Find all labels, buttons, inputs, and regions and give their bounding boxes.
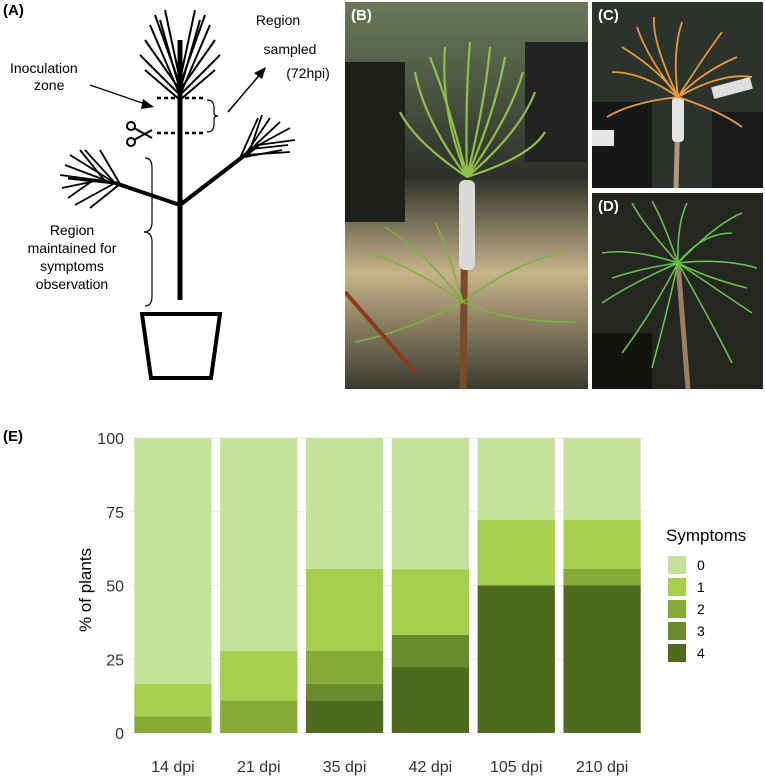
legend-swatch-1 bbox=[668, 578, 686, 596]
bar-210-dpi-symptom-2 bbox=[563, 568, 641, 586]
legend-label-3: 3 bbox=[697, 623, 705, 639]
y-tick-label: 50 bbox=[106, 579, 124, 596]
inoculation-zone-label-line1: Inoculation bbox=[10, 60, 78, 76]
bar-105-dpi-symptom-1 bbox=[477, 520, 555, 586]
legend-swatch-2 bbox=[668, 600, 686, 618]
inoculation-zone-label-line2: zone bbox=[34, 77, 65, 93]
bar-35-dpi-symptom-1 bbox=[305, 568, 384, 651]
bar-42-dpi-symptom-1 bbox=[391, 569, 470, 635]
bar-42-dpi-symptom-0 bbox=[391, 438, 470, 570]
bar-35-dpi-symptom-4 bbox=[305, 700, 384, 733]
legend-label-2: 2 bbox=[697, 601, 705, 617]
legend: Symptoms 0 1 2 3 4 bbox=[666, 526, 746, 662]
legend-label-1: 1 bbox=[697, 579, 705, 595]
photo-b-pine-illustration bbox=[345, 2, 588, 389]
legend-swatch-4 bbox=[668, 644, 686, 662]
bar-14-dpi-symptom-1 bbox=[134, 683, 212, 717]
chart-bars bbox=[134, 438, 641, 733]
bar-105-dpi-symptom-4 bbox=[477, 585, 555, 733]
panel-a-label: (A) bbox=[3, 2, 24, 19]
legend-label-4: 4 bbox=[697, 645, 705, 661]
y-axis-label: % of plants bbox=[76, 548, 95, 632]
legend-swatch-0 bbox=[668, 556, 686, 574]
bar-21-dpi-symptom-1 bbox=[220, 650, 298, 701]
region-maintained-line2: maintained for bbox=[28, 240, 117, 256]
panel-b-label: (B) bbox=[351, 7, 372, 24]
legend-swatch-3 bbox=[668, 622, 686, 640]
bar-21-dpi-symptom-0 bbox=[220, 438, 298, 651]
x-tick-label: 21 dpi bbox=[237, 759, 281, 776]
y-tick-label: 75 bbox=[106, 505, 124, 522]
x-tick-label: 105 dpi bbox=[490, 759, 543, 776]
bar-210-dpi-symptom-4 bbox=[563, 585, 641, 733]
x-tick-label: 14 dpi bbox=[151, 759, 195, 776]
scissors-icon bbox=[126, 121, 153, 147]
bar-14-dpi-symptom-0 bbox=[134, 438, 212, 684]
region-sampled-label-line2: sampled bbox=[264, 41, 317, 57]
bar-21-dpi-symptom-2 bbox=[220, 700, 298, 733]
legend-label-0: 0 bbox=[697, 557, 705, 573]
region-maintained-line4: observation bbox=[36, 276, 108, 292]
left-branch-needles bbox=[59, 149, 121, 209]
photo-c-wilted-pine bbox=[592, 2, 763, 188]
photo-c: (C) bbox=[592, 2, 763, 188]
x-tick-label: 42 dpi bbox=[409, 759, 453, 776]
legend-title: Symptoms bbox=[666, 526, 746, 545]
bar-42-dpi-symptom-3 bbox=[391, 634, 470, 668]
x-axis: 14 dpi 21 dpi 35 dpi 42 dpi 105 dpi 210 dpi bbox=[151, 759, 628, 776]
x-tick-label: 210 dpi bbox=[576, 759, 629, 776]
panel-d-label: (D) bbox=[598, 198, 619, 215]
y-axis: 0 25 50 75 100 bbox=[97, 431, 124, 743]
top-needles bbox=[139, 9, 221, 101]
y-tick-label: 0 bbox=[115, 726, 124, 743]
bar-35-dpi-symptom-2 bbox=[305, 650, 384, 684]
panel-c-label: (C) bbox=[598, 7, 619, 24]
bar-35-dpi-symptom-0 bbox=[305, 438, 384, 569]
symptoms-stacked-bar-chart: 0 25 50 75 100 14 dpi 21 dpi 35 dpi 42 dpi 105 d… bbox=[76, 431, 746, 776]
bar-35-dpi-symptom-3 bbox=[305, 683, 384, 701]
bar-105-dpi-symptom-0 bbox=[477, 438, 555, 521]
bar-14-dpi-symptom-2 bbox=[134, 716, 212, 733]
photo-d: (D) bbox=[592, 193, 763, 389]
bar-42-dpi-symptom-4 bbox=[391, 667, 470, 733]
panel-e-label: (E) bbox=[3, 428, 23, 445]
region-maintained-line3: symptoms bbox=[40, 258, 104, 274]
photo-b: (B) bbox=[345, 2, 588, 389]
region-sampled-label-line1: Region bbox=[256, 12, 300, 28]
region-sampled-label-line3: (72hpi) bbox=[286, 65, 330, 81]
y-tick-label: 100 bbox=[97, 431, 124, 448]
bar-210-dpi-symptom-1 bbox=[563, 519, 641, 569]
y-tick-label: 25 bbox=[106, 652, 124, 669]
right-branch-needles bbox=[239, 114, 296, 159]
region-maintained-line1: Region bbox=[50, 222, 94, 238]
bar-210-dpi-symptom-0 bbox=[563, 438, 641, 520]
photo-d-healthy-pine bbox=[592, 193, 763, 389]
pine-schematic: Inoculation zone Region sampled (72hpi) … bbox=[10, 9, 330, 380]
chart-grid bbox=[130, 437, 645, 734]
x-tick-label: 35 dpi bbox=[323, 759, 367, 776]
